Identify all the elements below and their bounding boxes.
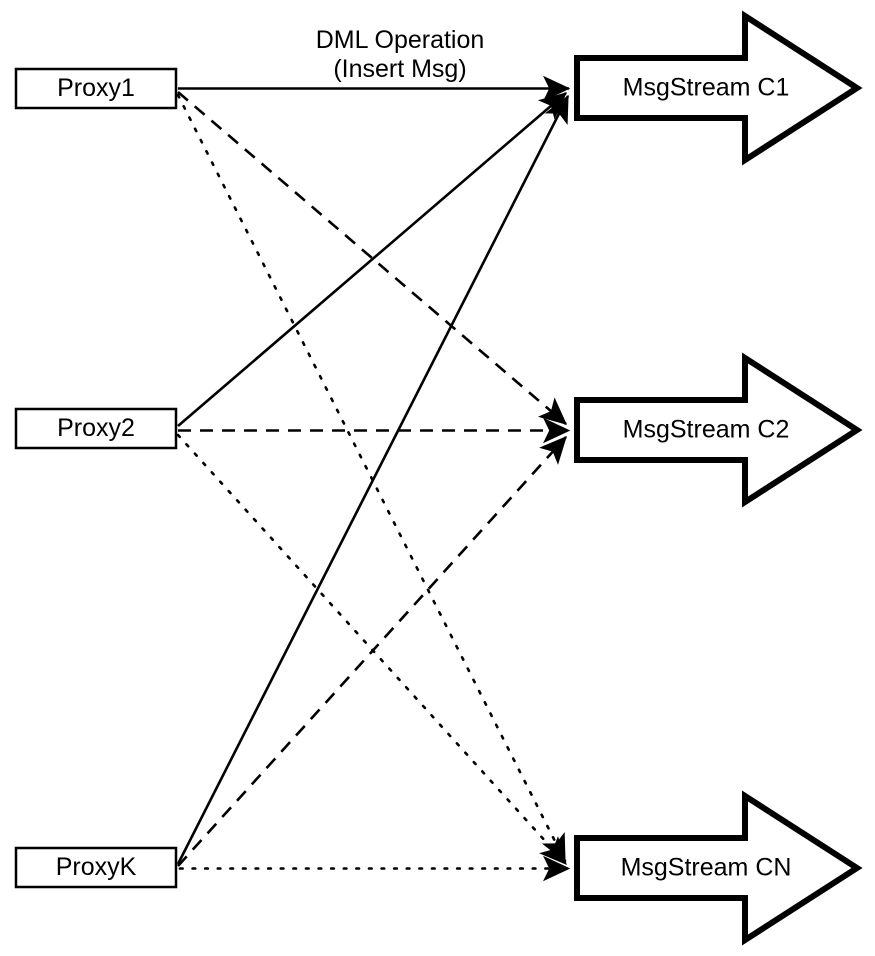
stream-label: MsgStream CN [621, 854, 792, 882]
connector-proxyk-to-stream-c2 [177, 436, 567, 867]
connector-proxy1-to-stream-c2 [177, 91, 567, 425]
edge-caption-dml-operation: DML Operation (Insert Msg) [316, 26, 485, 83]
edge-caption-line-1: DML Operation [316, 26, 485, 54]
connector-proxy2-to-stream-c1 [177, 92, 567, 427]
producer-label: Proxy1 [57, 74, 135, 102]
stream-node-c2[interactable]: MsgStream C2 [574, 352, 863, 508]
producer-node-proxy1[interactable]: Proxy1 [14, 67, 178, 110]
connector-proxyk-to-stream-c1 [176, 94, 570, 865]
producer-node-proxy2[interactable]: Proxy2 [14, 407, 178, 450]
producer-node-proxyk[interactable]: ProxyK [14, 846, 178, 889]
stream-label: MsgStream C2 [623, 416, 790, 444]
producer-box-outline [14, 846, 178, 889]
stream-label: MsgStream C1 [623, 74, 790, 102]
stream-node-cn[interactable]: MsgStream CN [574, 790, 863, 946]
producer-label: Proxy2 [57, 414, 135, 442]
edge-caption-line-2: (Insert Msg) [333, 55, 466, 83]
producer-label: ProxyK [56, 853, 137, 881]
connector-proxy2-to-stream-cn [176, 433, 568, 866]
connector-layer [176, 75, 571, 882]
producer-box-outline [14, 67, 178, 110]
stream-arrow-outline [574, 10, 863, 166]
stream-node-c1[interactable]: MsgStream C1 [574, 10, 863, 166]
stream-arrow-outline [574, 352, 863, 508]
producer-box-outline [14, 407, 178, 450]
connector-proxy1-to-stream-cn [176, 93, 567, 863]
stream-arrow-outline [574, 790, 863, 946]
